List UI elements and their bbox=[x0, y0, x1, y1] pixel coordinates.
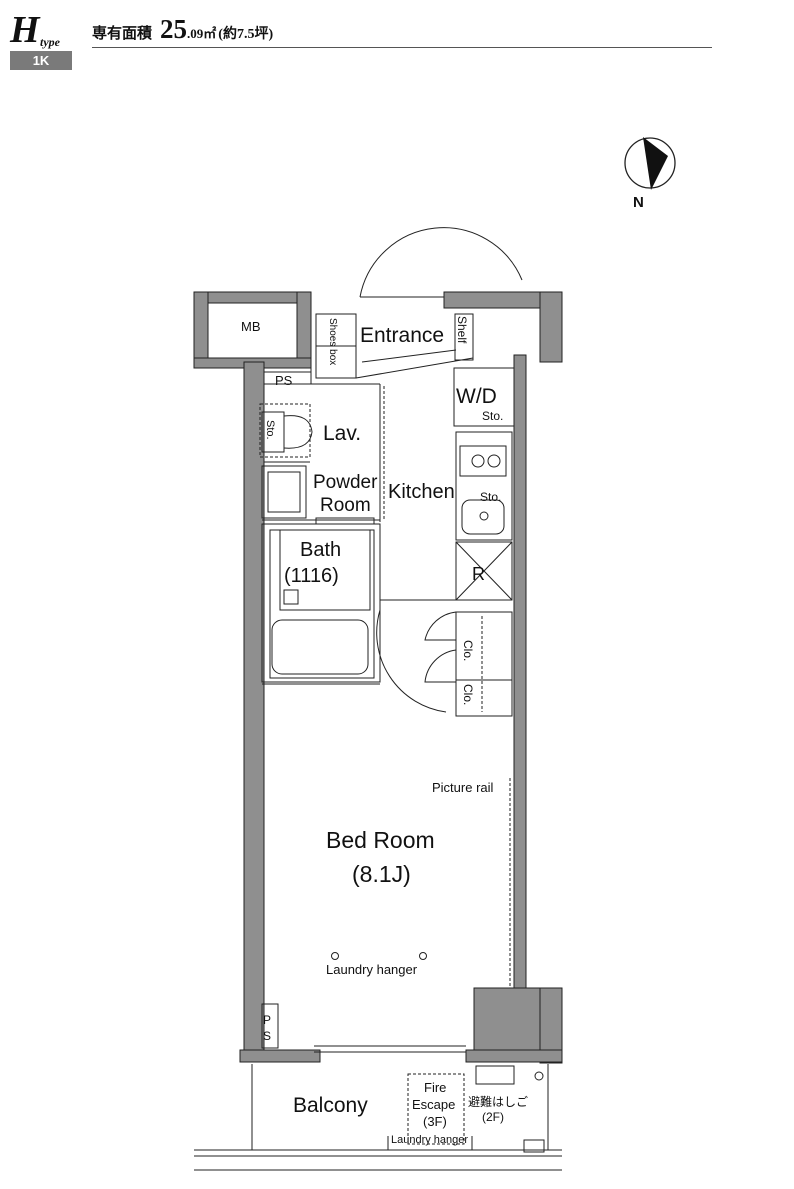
kitchen-counter bbox=[455, 431, 513, 541]
balcony-label: Balcony bbox=[293, 1094, 368, 1117]
ladder-label-1: 避難はしご bbox=[468, 1094, 528, 1109]
ladder-label-2: (2F) bbox=[482, 1110, 504, 1124]
powder-label-2: Room bbox=[320, 495, 371, 516]
picture-rail-label: Picture rail bbox=[432, 780, 494, 795]
bedroom-label-2: (8.1J) bbox=[352, 861, 411, 887]
bath-label-1: Bath bbox=[300, 539, 341, 561]
type-letter: H bbox=[10, 9, 40, 51]
header-rule bbox=[92, 47, 712, 48]
lav-sto-label: Sto. bbox=[264, 420, 276, 440]
entrance-lines bbox=[264, 303, 474, 522]
ps-top-label: PS bbox=[275, 373, 293, 388]
closets bbox=[376, 609, 513, 717]
mb-box bbox=[207, 302, 298, 359]
lav-room bbox=[259, 403, 313, 463]
fridge-label: R bbox=[472, 564, 485, 584]
fire-escape-label-1: Fire bbox=[424, 1080, 446, 1095]
laundry-hanger-room-label: Laundry hanger bbox=[326, 962, 418, 977]
walls bbox=[193, 291, 563, 1064]
type-label: H type bbox=[10, 9, 72, 51]
area-unit: .09㎡ bbox=[187, 26, 217, 41]
shelf-label: Shelf bbox=[455, 316, 469, 344]
compass-icon: N bbox=[624, 137, 676, 211]
laundry-hanger-balcony-label: Laundry hanger bbox=[391, 1134, 468, 1146]
wd-sto-label: Sto. bbox=[482, 409, 503, 423]
entrance-label: Entrance bbox=[360, 324, 444, 347]
clo-label-2: Clo. bbox=[461, 684, 475, 705]
lav-label: Lav. bbox=[323, 422, 361, 445]
clo-label-1: Clo. bbox=[461, 640, 475, 661]
kitchen-label: Kitchen bbox=[388, 481, 455, 503]
ps-bottom-label-p: P bbox=[263, 1013, 271, 1027]
layout-badge: 1K bbox=[10, 51, 72, 70]
area-info: 専有面積 25 .09㎡ (約7.5坪) bbox=[92, 14, 273, 48]
area-value: 25 bbox=[160, 14, 188, 44]
shoes-box-label: Shoes box bbox=[327, 318, 338, 365]
bath-room bbox=[261, 523, 456, 683]
fire-escape-label-3: (3F) bbox=[423, 1114, 447, 1129]
type-suffix: type bbox=[40, 35, 60, 49]
kitchen-sto-label: Sto. bbox=[480, 490, 501, 504]
compass-label: N bbox=[633, 194, 644, 211]
entrance-door bbox=[359, 227, 523, 298]
fire-escape-label-2: Escape bbox=[412, 1097, 455, 1112]
powder-label-1: Powder bbox=[313, 472, 378, 493]
bedroom-lines bbox=[261, 683, 511, 1053]
bath-label-2: (1116) bbox=[284, 565, 339, 587]
wd-label: W/D bbox=[456, 385, 497, 408]
mb-label: MB bbox=[241, 319, 261, 334]
balcony bbox=[194, 1064, 562, 1171]
fridge-box bbox=[455, 541, 513, 601]
bedroom-label-1: Bed Room bbox=[326, 827, 435, 853]
wd-box bbox=[453, 367, 515, 427]
area-tsubo: (約7.5坪) bbox=[218, 27, 274, 42]
ps-bottom-label-s: S bbox=[263, 1029, 271, 1043]
area-label: 専有面積 bbox=[92, 26, 153, 42]
